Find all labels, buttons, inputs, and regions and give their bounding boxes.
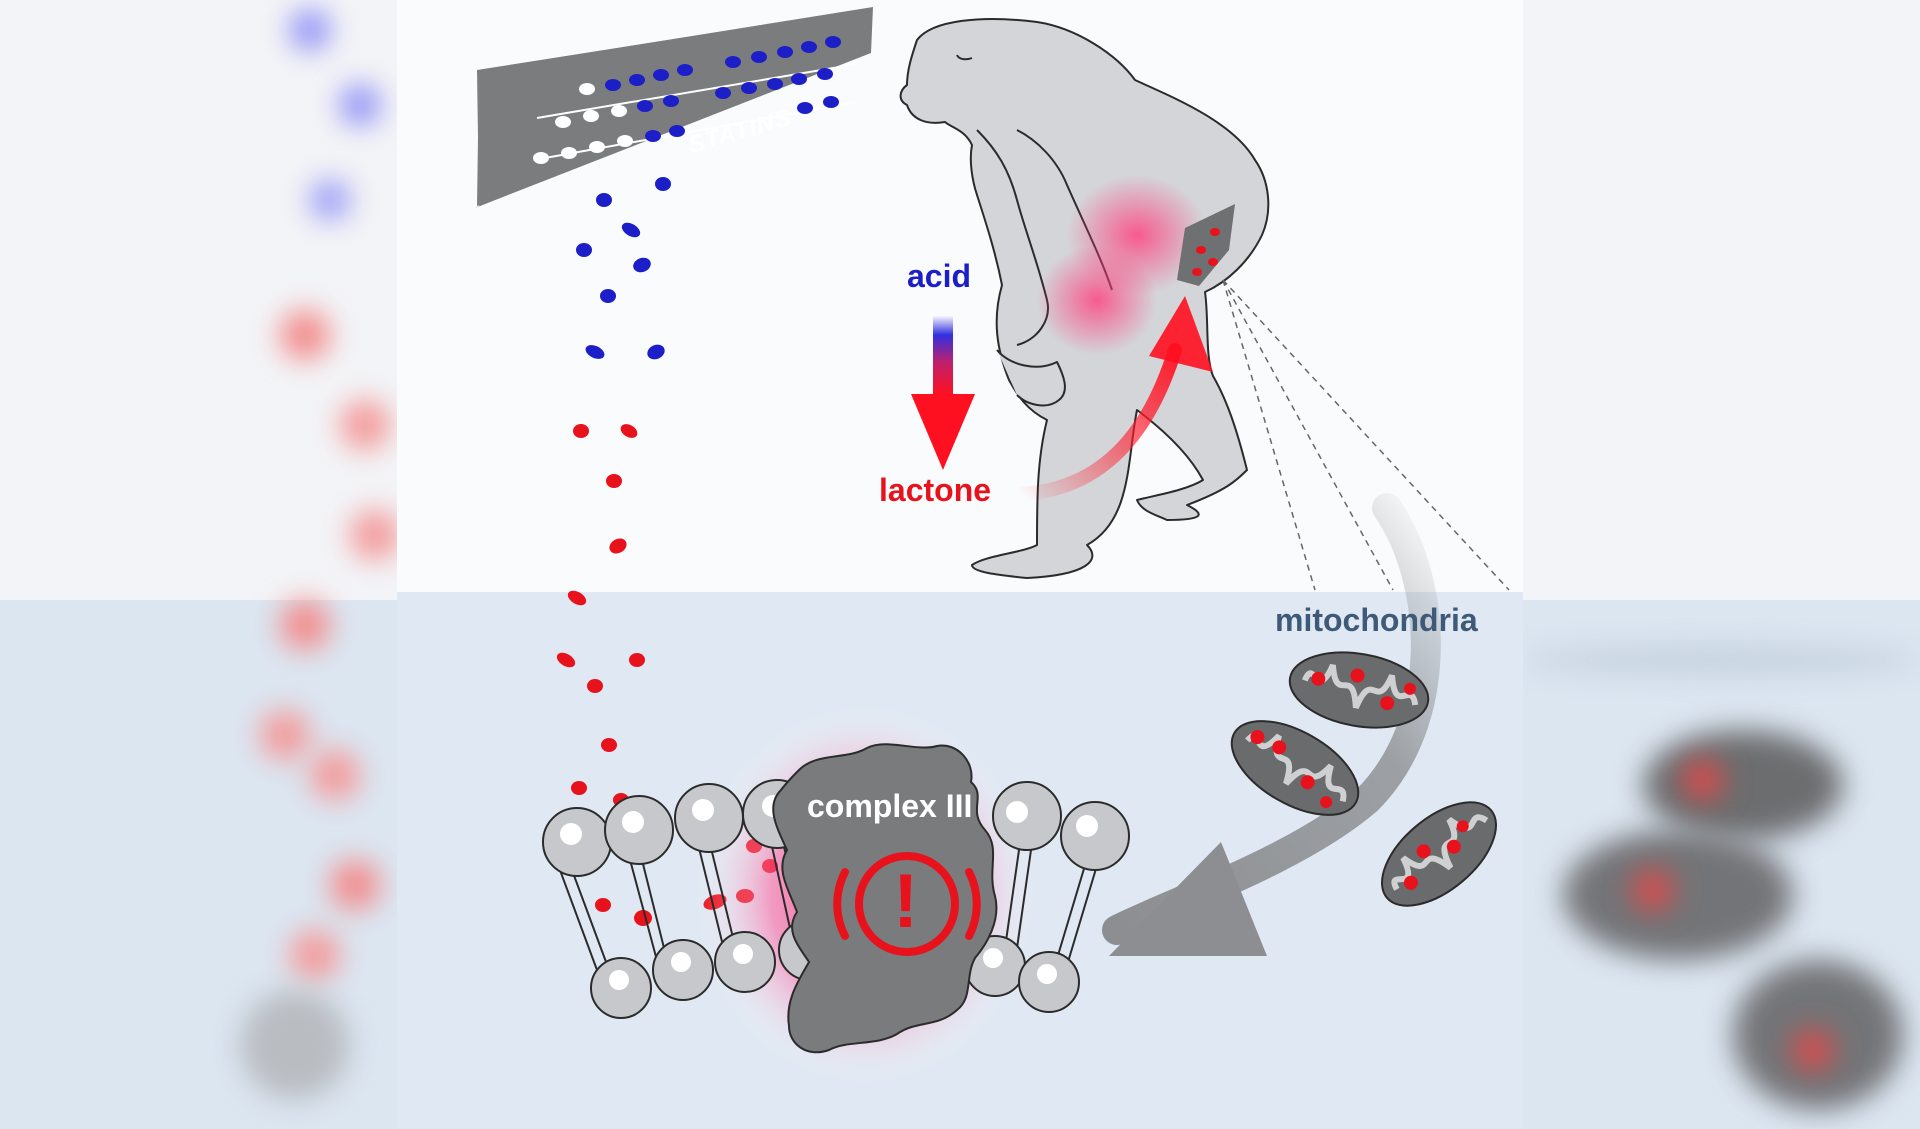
blurred-left-panel	[0, 0, 397, 1129]
statin-mechanism-figure: STATINS acid lactone mitochondria comple…	[397, 0, 1523, 1129]
figure-graphics	[397, 0, 1523, 1129]
mitochondria-flow-arrow	[1102, 493, 1441, 956]
mitochondria-group	[1230, 651, 1497, 907]
complex-iii-shape	[772, 743, 998, 1054]
lactone-label: lactone	[879, 472, 992, 508]
membrane-head-highlights	[560, 795, 1098, 990]
knee-pain-glow	[1037, 245, 1157, 355]
zoom-lines	[1222, 279, 1510, 591]
warning-mark: !	[893, 859, 919, 944]
warning-exclamation-icon	[833, 852, 981, 956]
acid-statin-molecules	[576, 177, 671, 360]
acid-label: acid	[907, 258, 972, 294]
acid-to-lactone-arrow	[911, 315, 975, 470]
statin-strip-icon	[475, 7, 873, 208]
complex-iii-label: complex III	[807, 788, 973, 824]
muscle-patch	[1177, 204, 1235, 286]
blurred-right-panel	[1523, 0, 1920, 1129]
red-swoosh-arrow	[1014, 296, 1213, 501]
mitochondria-label: mitochondria	[1275, 602, 1478, 638]
